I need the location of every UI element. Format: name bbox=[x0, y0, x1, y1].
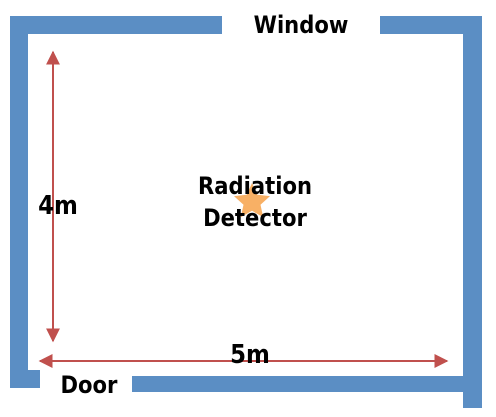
room-walls bbox=[10, 16, 482, 408]
wall-top-left bbox=[10, 16, 222, 34]
wall-left bbox=[10, 16, 28, 388]
detector-label-line1: Radiation bbox=[197, 172, 313, 200]
wall-bottom-right bbox=[132, 376, 482, 392]
detector-label: Radiation Detector bbox=[189, 170, 321, 234]
height-dimension-label: 4m bbox=[38, 191, 78, 221]
width-dimension-label: 5m bbox=[230, 340, 270, 370]
door-label: Door bbox=[60, 371, 118, 399]
star-icon bbox=[234, 183, 270, 218]
wall-top-right bbox=[380, 16, 482, 34]
detector-label-line2: Detector bbox=[203, 204, 307, 232]
window-label: Window bbox=[253, 11, 349, 39]
wall-bottom-left bbox=[10, 370, 40, 388]
wall-right bbox=[463, 16, 482, 408]
